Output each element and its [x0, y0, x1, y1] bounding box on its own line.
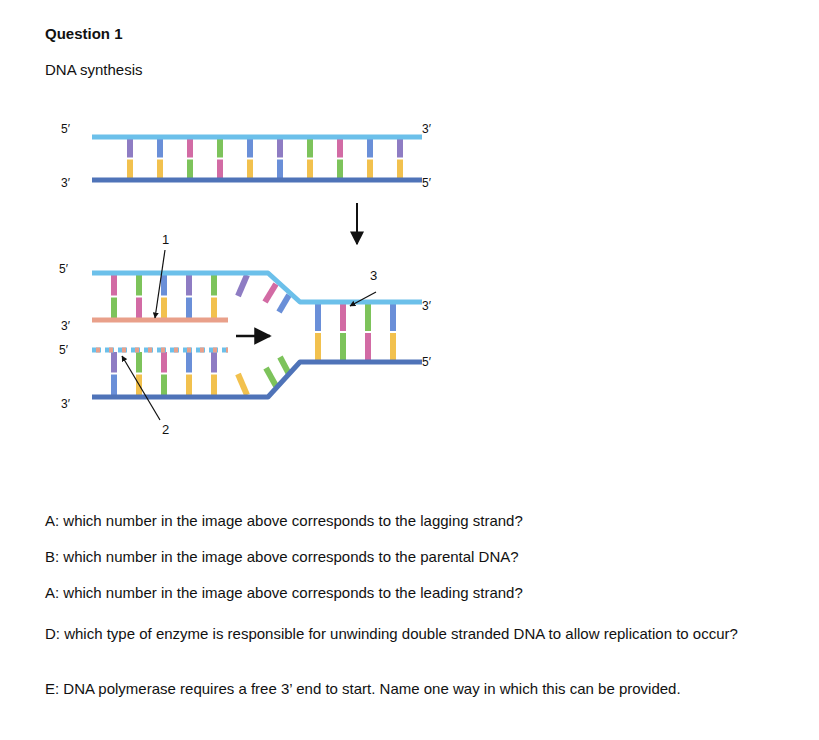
- base: [157, 160, 163, 179]
- base: [367, 160, 373, 179]
- base: [186, 275, 192, 296]
- base: [340, 304, 346, 331]
- leader-line: [350, 292, 376, 306]
- question-text: A: which number in the image above corre…: [45, 512, 523, 530]
- base: [111, 275, 117, 296]
- base: [187, 160, 193, 179]
- question-heading: Question 1: [45, 25, 123, 43]
- base: [390, 304, 396, 331]
- unpaired-base: [279, 295, 289, 312]
- callout-number: 2: [162, 422, 169, 438]
- base: [277, 160, 283, 179]
- leader-line: [122, 356, 160, 420]
- base: [157, 139, 163, 158]
- base: [111, 298, 117, 319]
- strand-end: 3′: [422, 299, 431, 313]
- new-strand: [92, 318, 228, 323]
- base: [217, 160, 223, 179]
- strand-end: 5′: [59, 343, 68, 357]
- callout-number: 1: [162, 232, 169, 248]
- base: [211, 375, 217, 396]
- base: [161, 352, 167, 373]
- base: [187, 139, 193, 158]
- unpaired-base: [265, 284, 276, 302]
- base: [161, 375, 167, 396]
- base: [161, 275, 167, 296]
- new-strand-fragments: [96, 348, 228, 353]
- base: [247, 139, 253, 158]
- unpaired-base: [238, 275, 247, 296]
- strand-end: 5′: [422, 176, 431, 190]
- unpaired-base: [280, 357, 289, 374]
- strand-end: 3′: [422, 122, 431, 136]
- base: [337, 160, 343, 179]
- base: [186, 352, 192, 373]
- base: [307, 160, 313, 179]
- base: [340, 333, 346, 360]
- base: [397, 139, 403, 158]
- base: [247, 160, 253, 179]
- base: [211, 275, 217, 296]
- base: [127, 160, 133, 179]
- question-text: D: which type of enzyme is responsible f…: [45, 622, 760, 645]
- base: [315, 304, 321, 331]
- new-strand-fragments: [92, 348, 228, 353]
- base: [211, 352, 217, 373]
- process-arrow: [356, 203, 358, 244]
- base: [365, 304, 371, 331]
- base: [397, 160, 403, 179]
- base: [186, 375, 192, 396]
- base: [277, 139, 283, 158]
- strand-end: 5′: [422, 355, 431, 369]
- strand-end: 5′: [59, 262, 68, 276]
- callout-number: 3: [370, 268, 377, 284]
- base: [136, 298, 142, 319]
- base: [390, 333, 396, 360]
- question-text: B: which number in the image above corre…: [45, 548, 519, 566]
- base: [211, 298, 217, 319]
- base: [161, 298, 167, 319]
- base: [337, 139, 343, 158]
- base: [217, 139, 223, 158]
- base: [367, 139, 373, 158]
- strand-end: 3′: [61, 319, 70, 333]
- parental-strand: [92, 135, 422, 140]
- base: [365, 333, 371, 360]
- strand-end: 3′: [61, 397, 70, 411]
- base: [136, 352, 142, 373]
- base: [136, 275, 142, 296]
- base: [315, 333, 321, 360]
- base-pairs: [114, 139, 400, 395]
- base: [111, 375, 117, 396]
- strand-end: 3′: [61, 176, 70, 190]
- subheading: DNA synthesis: [45, 61, 143, 79]
- direction-arrow: [236, 335, 270, 338]
- question-text: A: which number in the image above corre…: [45, 584, 523, 602]
- parental-strand: [92, 178, 422, 183]
- question-text: E: DNA polymerase requires a free 3’ end…: [45, 680, 681, 698]
- leader-line: [155, 250, 165, 318]
- unpaired-base: [238, 374, 247, 395]
- base: [186, 298, 192, 319]
- strand-end: 5′: [61, 122, 70, 136]
- base: [127, 139, 133, 158]
- parental-strand: [92, 362, 422, 397]
- base: [111, 352, 117, 373]
- base: [307, 139, 313, 158]
- unpaired-base: [266, 368, 276, 386]
